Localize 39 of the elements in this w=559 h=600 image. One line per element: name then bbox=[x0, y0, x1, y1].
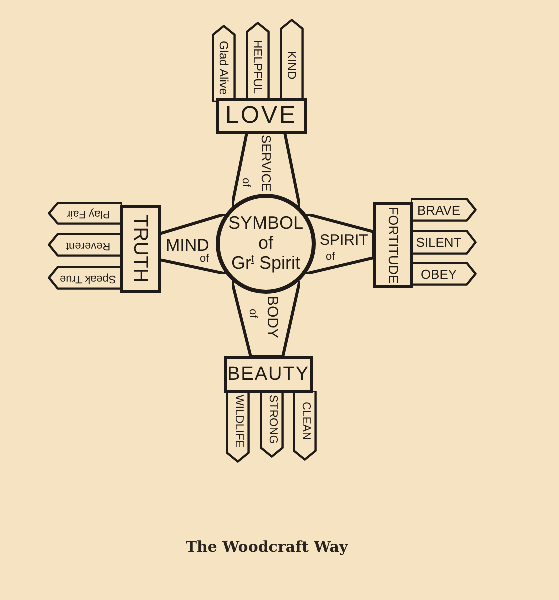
sign-board bbox=[216, 98, 307, 134]
plank-text: KIND bbox=[286, 51, 298, 80]
plank-text: Speak True bbox=[60, 272, 117, 284]
band-text: SERVICE bbox=[260, 135, 273, 192]
sign-text: BEAUTY bbox=[227, 365, 310, 384]
tapered-band bbox=[306, 214, 374, 274]
pointed-plank bbox=[48, 202, 122, 225]
pointed-plank bbox=[226, 391, 250, 463]
pointed-plank bbox=[411, 262, 477, 286]
plank-text: SILENT bbox=[416, 236, 462, 249]
caption: The Woodcraft Way bbox=[186, 539, 348, 556]
pointed-plank bbox=[411, 230, 477, 255]
plank-text: HELPFUL bbox=[252, 40, 264, 94]
plank-text: STRONG bbox=[266, 394, 278, 444]
sign-text: LOVE bbox=[225, 104, 298, 128]
pointed-plank bbox=[48, 233, 122, 257]
plank-text: WILDLIFE bbox=[232, 395, 244, 449]
band-small-text: of bbox=[326, 252, 336, 263]
pointed-plank bbox=[48, 266, 122, 290]
plank-text: Play Fair bbox=[66, 208, 110, 219]
circle-text: SYMBOL of Gr$^{t}$ Spirit bbox=[228, 214, 304, 274]
band-small-text: of bbox=[200, 254, 210, 265]
tapered-band bbox=[232, 281, 300, 357]
pointed-plank bbox=[293, 391, 317, 461]
sign-text: FORTITUDE bbox=[386, 206, 400, 284]
plank-text: BRAVE bbox=[417, 204, 461, 216]
plank-text: Reverent bbox=[66, 240, 111, 250]
band-small-text: of bbox=[240, 178, 251, 188]
band-text: BODY bbox=[265, 296, 280, 339]
plank-text: Glad Alive bbox=[218, 41, 230, 96]
pointed-plank bbox=[212, 25, 236, 102]
pointed-plank bbox=[260, 391, 284, 458]
pointed-plank bbox=[411, 198, 477, 222]
band-text: MIND bbox=[166, 237, 210, 254]
band-text: SPIRIT bbox=[320, 233, 368, 248]
plank-text: CLEAN bbox=[299, 402, 311, 440]
plank-text: OBEY bbox=[420, 268, 458, 280]
band-small-text: of bbox=[247, 309, 258, 318]
sign-text: TRUTH bbox=[130, 215, 150, 283]
